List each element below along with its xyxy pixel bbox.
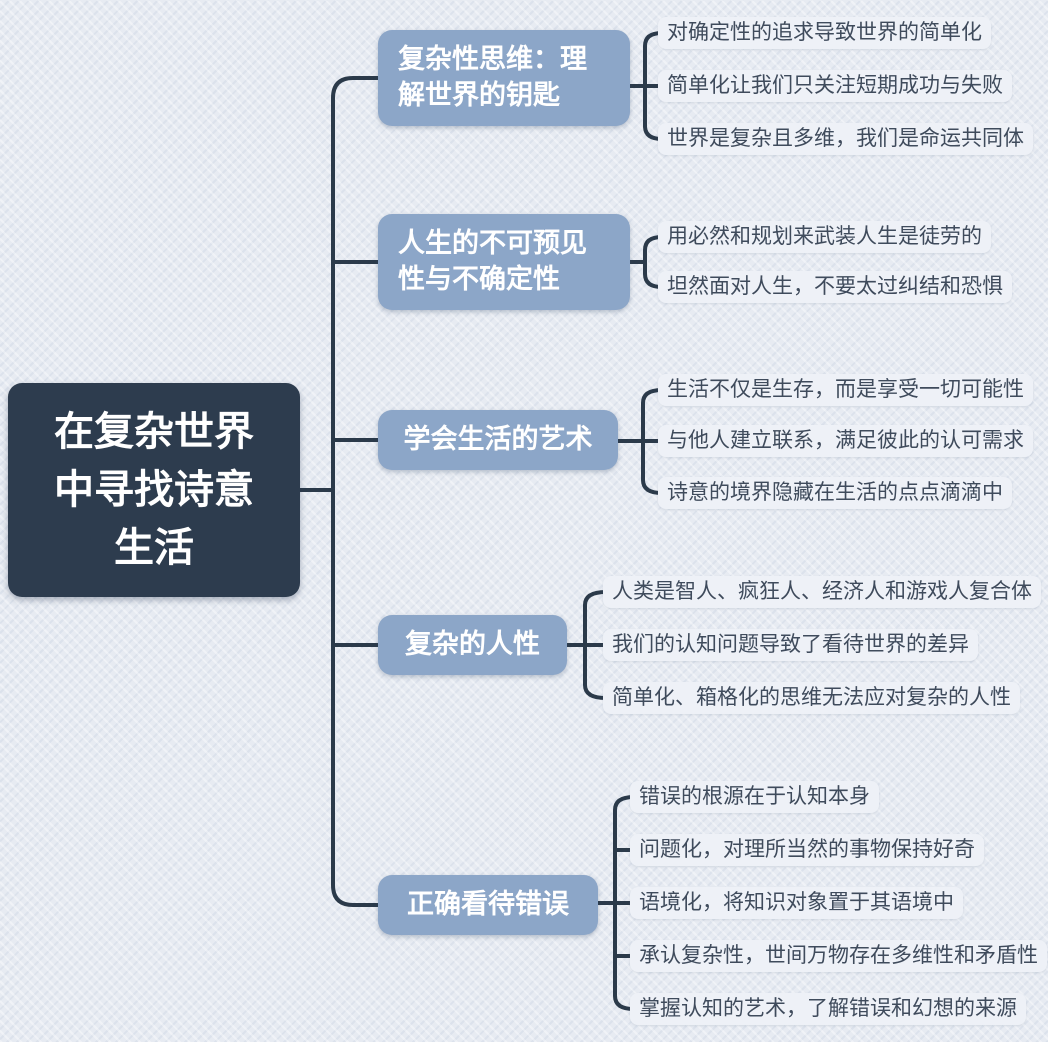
leaf-node-2-2[interactable]: 坦然面对人生，不要太过纠结和恐惧 [658,271,1012,303]
leaf-node-4-3[interactable]: 简单化、箱格化的思维无法应对复杂的人性 [603,682,1020,714]
leaf-node-3-2[interactable]: 与他人建立联系，满足彼此的认可需求 [658,425,1033,457]
branch-node-3[interactable]: 学会生活的艺术 [378,410,618,470]
leaf-node-2-1[interactable]: 用必然和规划来武装人生是徒劳的 [658,221,991,253]
leaf-node-4-2[interactable]: 我们的认知问题导致了看待世界的差异 [603,629,978,661]
leaf-node-3-1[interactable]: 生活不仅是生存，而是享受一切可能性 [658,374,1033,406]
leaf-node-1-3[interactable]: 世界是复杂且多维，我们是命运共同体 [658,123,1033,155]
leaf-node-5-5[interactable]: 掌握认知的艺术，了解错误和幻想的来源 [630,993,1026,1025]
leaf-node-1-1[interactable]: 对确定性的追求导致世界的简单化 [658,17,991,49]
branch-node-1[interactable]: 复杂性思维：理解世界的钥匙 [378,30,630,126]
branch-node-4[interactable]: 复杂的人性 [378,615,567,675]
branch-node-5[interactable]: 正确看待错误 [378,875,598,935]
leaf-node-4-1[interactable]: 人类是智人、疯狂人、经济人和游戏人复合体 [603,576,1041,608]
leaf-node-5-2[interactable]: 问题化，对理所当然的事物保持好奇 [630,834,984,866]
leaf-node-3-3[interactable]: 诗意的境界隐藏在生活的点点滴滴中 [658,477,1012,509]
leaf-node-5-3[interactable]: 语境化，将知识对象置于其语境中 [630,887,963,919]
leaf-node-5-4[interactable]: 承认复杂性，世间万物存在多维性和矛盾性 [630,940,1047,972]
central-topic-node[interactable]: 在复杂世界中寻找诗意生活 [8,383,300,597]
leaf-node-5-1[interactable]: 错误的根源在于认知本身 [630,781,879,813]
branch-node-2[interactable]: 人生的不可预见性与不确定性 [378,214,630,310]
leaf-node-1-2[interactable]: 简单化让我们只关注短期成功与失败 [658,70,1012,102]
